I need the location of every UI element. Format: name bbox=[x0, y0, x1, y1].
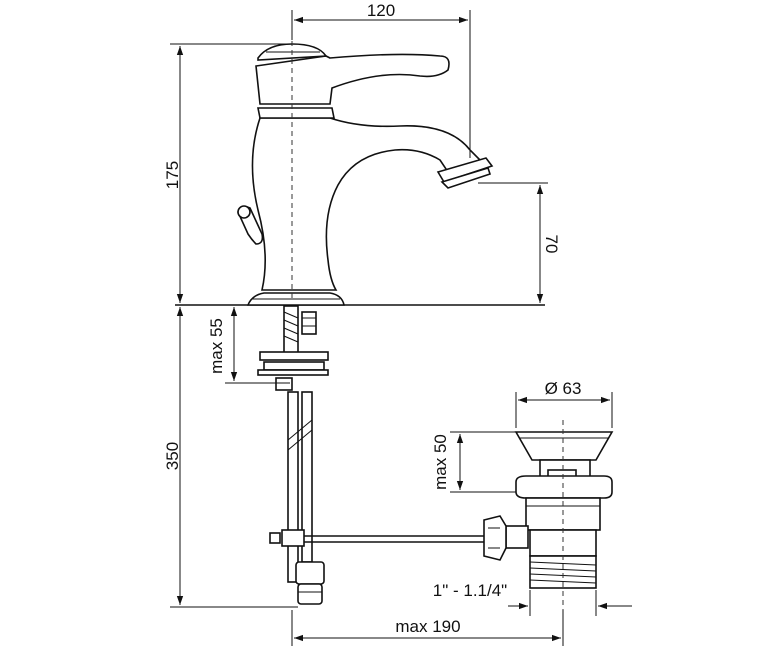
label-waste-thread: 1" - 1.1/4" bbox=[433, 581, 507, 600]
dimension-waste-thread: 1" - 1.1/4" bbox=[433, 581, 632, 616]
dimension-total-height: 175 bbox=[163, 43, 292, 303]
label-waste-thickness: max 50 bbox=[431, 434, 450, 490]
label-total-height: 175 bbox=[163, 161, 182, 189]
dimension-spout-reach: 120 bbox=[291, 1, 471, 158]
dimension-waste-thickness: max 50 bbox=[431, 431, 516, 493]
label-spout-reach: 120 bbox=[367, 1, 395, 20]
mounting-assembly bbox=[257, 305, 490, 605]
faucet-body bbox=[175, 14, 545, 306]
label-mounting-thickness: max 55 bbox=[207, 318, 226, 374]
dimension-mounting-thickness: max 55 bbox=[207, 307, 290, 384]
label-rod-length: max 190 bbox=[395, 617, 460, 636]
popup-waste bbox=[483, 420, 614, 630]
dimension-rod-length: max 190 bbox=[291, 610, 564, 646]
dimension-spout-height: 70 bbox=[478, 182, 561, 303]
label-spout-height: 70 bbox=[542, 235, 561, 254]
dimension-drain-length: 350 bbox=[163, 307, 298, 608]
label-drain-length: 350 bbox=[163, 442, 182, 470]
label-plug-diameter: Ø 63 bbox=[545, 379, 582, 398]
dimension-plug-diameter: Ø 63 bbox=[515, 379, 613, 428]
